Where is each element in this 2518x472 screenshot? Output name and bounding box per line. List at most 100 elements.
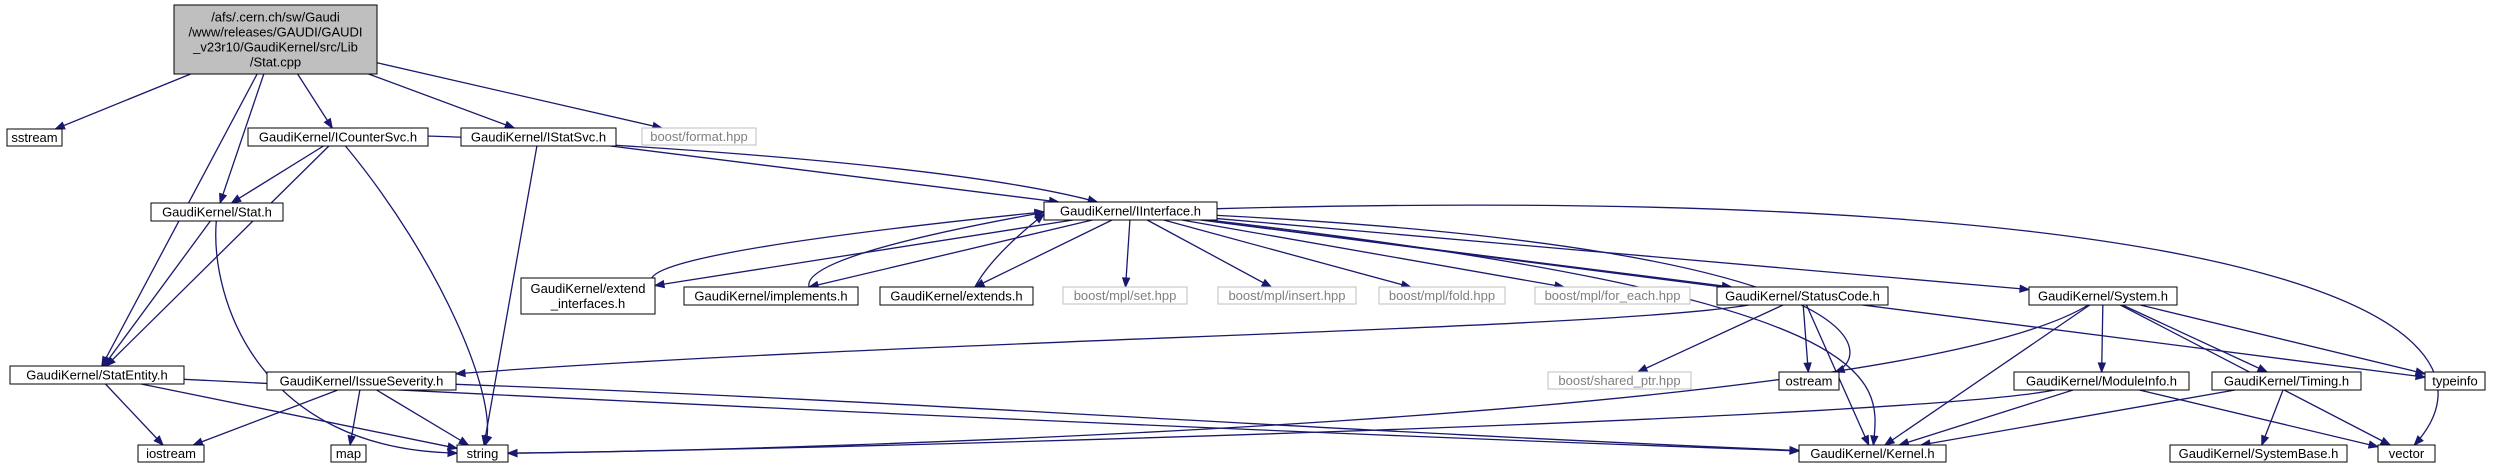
node-vector[interactable]: vector	[2377, 444, 2436, 463]
node-map[interactable]: map	[330, 444, 367, 463]
edge-iinterface-to-system	[1216, 217, 2030, 291]
node-sharedptr: boost/shared_ptr.hpp	[1547, 371, 1692, 390]
edge-root-to-sstream	[55, 73, 191, 130]
node-ostream[interactable]: ostream	[1778, 371, 1840, 391]
node-label-moduleinfo: GaudiKernel/ModuleInfo.h	[2026, 374, 2177, 389]
node-label-typeinfo: typeinfo	[2432, 374, 2478, 389]
node-label-vector: vector	[2389, 446, 2425, 461]
arrowhead-icountersvc-to-stat	[230, 194, 242, 204]
node-mplset: boost/mpl/set.hpp	[1062, 286, 1188, 305]
node-box-root	[173, 4, 378, 75]
node-iinterface[interactable]: GaudiKernel/IInterface.h	[1043, 201, 1218, 221]
node-label-statentity: GaudiKernel/StatEntity.h	[26, 368, 167, 383]
node-box-moduleinfo	[2013, 371, 2190, 391]
node-boostformat: boost/format.hpp	[641, 127, 757, 146]
node-box-iinterface	[1043, 201, 1218, 221]
node-extends[interactable]: GaudiKernel/extends.h	[879, 286, 1034, 306]
node-box-sharedptr	[1547, 371, 1692, 390]
edge-icountersvc-to-string	[344, 145, 489, 446]
edge-iinterface-to-implements	[808, 219, 1093, 288]
arrowhead-system-to-vector	[2379, 436, 2392, 446]
node-moduleinfo[interactable]: GaudiKernel/ModuleInfo.h	[2013, 371, 2190, 391]
edge-issueseverity-to-iostream	[193, 389, 339, 446]
node-sstream[interactable]: sstream	[6, 128, 63, 147]
nodes-layer: /afs/.cern.ch/sw/Gaudi/www/releases/GAUD…	[6, 4, 2486, 463]
arrowhead-moduleinfo-to-vector	[2367, 440, 2380, 449]
node-label-map: map	[336, 446, 361, 461]
node-string[interactable]: string	[456, 444, 509, 463]
node-statuscode[interactable]: GaudiKernel/StatusCode.h	[1716, 286, 1889, 306]
node-label-timing: GaudiKernel/Timing.h	[2224, 374, 2349, 389]
arrowhead-issueseverity-to-kernel	[1789, 445, 1801, 455]
node-box-typeinfo	[2424, 371, 2486, 391]
node-label-mplfold: boost/mpl/fold.hpp	[1389, 288, 1495, 303]
node-box-extendinterfaces	[520, 277, 656, 315]
node-label-mplinsert: boost/mpl/insert.hpp	[1228, 288, 1345, 303]
arrowhead-moduleinfo-to-string	[506, 448, 518, 458]
edge-root-to-icountersvc	[297, 73, 333, 129]
node-typeinfo[interactable]: typeinfo	[2424, 371, 2486, 391]
node-implements[interactable]: GaudiKernel/implements.h	[683, 286, 859, 306]
node-kernel[interactable]: GaudiKernel/Kernel.h	[1798, 444, 1947, 463]
edge-statentity-to-string	[141, 383, 458, 449]
node-box-implements	[683, 286, 859, 306]
arrowhead-root-to-sstream	[54, 121, 66, 130]
node-label-extends: GaudiKernel/extends.h	[890, 289, 1022, 304]
node-label-implements: GaudiKernel/implements.h	[694, 289, 847, 304]
arrowhead-issueseverity-to-map	[347, 434, 356, 447]
node-stat[interactable]: GaudiKernel/Stat.h	[150, 202, 284, 222]
node-label-sstream: sstream	[11, 130, 57, 145]
node-label-mplforeach: boost/mpl/for_each.hpp	[1545, 288, 1681, 303]
arrowhead-iinterface-to-kernel	[1870, 435, 1879, 447]
edge-system-to-kernel	[1884, 304, 2091, 446]
edge-issueseverity-to-kernel	[455, 383, 1800, 452]
node-box-extends	[879, 286, 1034, 306]
node-box-system	[2028, 286, 2178, 306]
edge-extends-to-iinterface	[974, 213, 1045, 288]
node-box-sstream	[6, 128, 63, 147]
arrowhead-issueseverity-to-iostream	[192, 437, 204, 446]
node-statentity[interactable]: GaudiKernel/StatEntity.h	[9, 365, 185, 385]
edge-icountersvc-to-iinterface	[427, 135, 1098, 203]
node-root[interactable]: /afs/.cern.ch/sw/Gaudi/www/releases/GAUD…	[173, 4, 378, 75]
node-box-iostream	[137, 444, 205, 463]
node-label-root: /afs/.cern.ch/sw/Gaudi	[211, 10, 340, 25]
node-icountersvc[interactable]: GaudiKernel/ICounterSvc.h	[247, 127, 429, 147]
node-label-issueseverity: GaudiKernel/IssueSeverity.h	[280, 374, 444, 389]
edge-icountersvc-to-stat	[231, 145, 324, 204]
node-box-statentity	[9, 365, 185, 385]
edge-system-to-moduleinfo	[2101, 304, 2104, 373]
node-iostream[interactable]: iostream	[137, 444, 205, 463]
node-systembase[interactable]: GaudiKernel/SystemBase.h	[2169, 444, 2348, 463]
edge-timing-to-systembase	[2261, 389, 2284, 446]
node-label-root: /www/releases/GAUDI/GAUDI	[188, 25, 362, 40]
edge-iinterface-to-kernel	[1208, 219, 1876, 446]
node-system[interactable]: GaudiKernel/System.h	[2028, 286, 2178, 306]
node-box-systembase	[2169, 444, 2348, 463]
node-label-mplset: boost/mpl/set.hpp	[1074, 288, 1177, 303]
node-label-iinterface: GaudiKernel/IInterface.h	[1060, 204, 1201, 219]
node-label-string: string	[467, 446, 499, 461]
edge-istatsvc-to-iinterface	[610, 145, 1059, 203]
node-box-icountersvc	[247, 127, 429, 147]
edge-iinterface-to-vector	[1216, 204, 2439, 446]
edge-issueseverity-to-string	[376, 389, 469, 446]
node-box-kernel	[1798, 444, 1947, 463]
edge-statentity-to-iostream	[105, 383, 164, 446]
arrowhead-system-to-moduleinfo	[2097, 362, 2107, 374]
node-extendinterfaces[interactable]: GaudiKernel/extend_interfaces.h	[520, 277, 656, 315]
edge-moduleinfo-to-kernel	[1899, 389, 2074, 446]
edge-moduleinfo-to-vector	[2139, 389, 2379, 448]
node-istatsvc[interactable]: GaudiKernel/IStatSvc.h	[460, 127, 617, 147]
edge-statuscode-to-ostream	[1802, 304, 1809, 373]
node-label-extendinterfaces: _interfaces.h	[550, 296, 625, 311]
edge-iinterface-to-extends	[974, 219, 1113, 288]
node-timing[interactable]: GaudiKernel/Timing.h	[2211, 371, 2362, 391]
arrowhead-statuscode-to-sharedptr	[1636, 364, 1649, 373]
node-issueseverity[interactable]: GaudiKernel/IssueSeverity.h	[266, 371, 457, 391]
node-box-vector	[2377, 444, 2436, 463]
arrowhead-iinterface-to-vector	[2413, 435, 2424, 447]
node-label-root: /Stat.cpp	[250, 55, 301, 70]
node-label-statuscode: GaudiKernel/StatusCode.h	[1725, 289, 1880, 304]
